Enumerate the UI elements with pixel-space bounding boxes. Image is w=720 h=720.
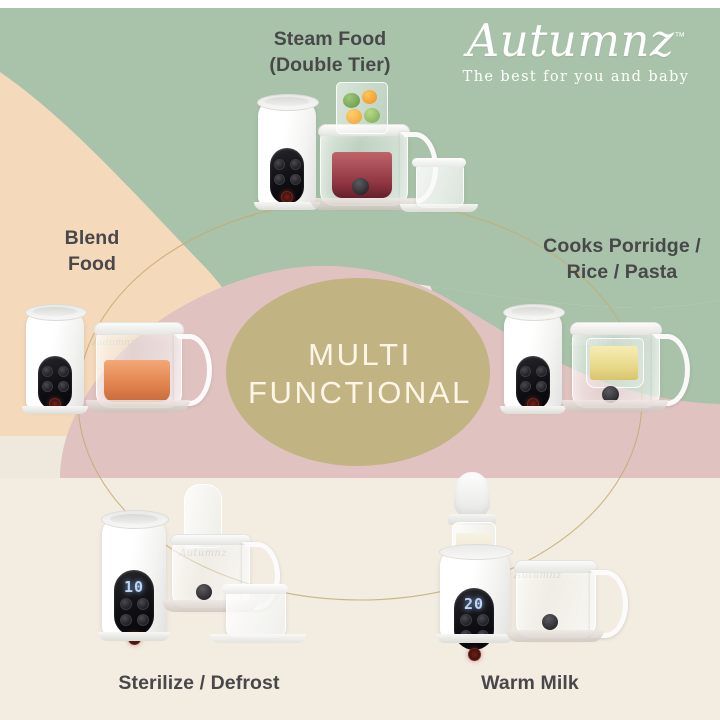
brand-tagline: The best for you and baby: [462, 69, 690, 85]
appliance-blend-food: Autumnz: [18, 288, 218, 418]
steam-button[interactable]: [273, 159, 285, 170]
warm-milk-display: 20: [463, 595, 485, 613]
steam-control-panel[interactable]: [270, 148, 304, 204]
vegetable-carrot: [362, 90, 377, 104]
warm-jug-lid: [514, 560, 598, 573]
porridge-jug-lid: [570, 322, 662, 335]
appliance-sterilize-defrost: Autumnz 10: [92, 484, 322, 650]
sterilize-storage-container-lid: [222, 584, 288, 594]
blend-jug-content: [104, 360, 170, 402]
brand-name: Autumnz™: [467, 18, 685, 63]
blend-button[interactable]: [535, 366, 547, 377]
caption-sterilize-defrost: Sterilize / Defrost: [118, 672, 280, 694]
brand-name-text: Autumnz: [466, 14, 675, 67]
trademark-symbol: ™: [674, 31, 686, 43]
porridge-jug-base-plate: [562, 400, 668, 412]
caption-warm-milk: Warm Milk: [481, 672, 579, 694]
bg-top-white-strip: [0, 0, 720, 8]
sterilize-jug-blade: [196, 584, 212, 600]
warm-button[interactable]: [273, 174, 285, 185]
power-button[interactable]: [467, 648, 481, 661]
blend-base-foot: [22, 406, 88, 414]
caption-cooks-porridge: Cooks Porridge / Rice / Pasta: [543, 235, 701, 283]
warm-jug-handle: [590, 570, 628, 638]
center-badge-text: MULTI FUNCTIONAL: [247, 337, 473, 410]
blend-button[interactable]: [136, 598, 149, 610]
caption-steam-food: Steam Food (Double Tier): [269, 28, 391, 76]
warm-button[interactable]: [519, 381, 531, 392]
bg-khaki-ellipse: [226, 278, 490, 466]
blend-button[interactable]: [476, 614, 489, 626]
blend-control-panel[interactable]: [38, 356, 72, 410]
sterilize-button[interactable]: [136, 614, 149, 626]
steam-body-top-inner: [265, 97, 309, 106]
warm-base-foot: [436, 634, 514, 643]
steam-jug-base-plate: [310, 198, 418, 210]
porridge-jug-handle: [652, 334, 690, 406]
steam-button[interactable]: [459, 614, 472, 626]
blend-jug-lid: [94, 322, 184, 335]
porridge-jug-content: [590, 346, 638, 380]
blend-body-top-inner: [33, 307, 77, 316]
steam-storage-cup: [416, 164, 464, 208]
steam-upper-tier: [336, 82, 388, 134]
steam-button-grid[interactable]: [270, 159, 304, 203]
blend-jug-base-plate: [86, 400, 190, 412]
warm-body-top: [439, 544, 513, 560]
blend-button[interactable]: [57, 366, 69, 377]
warm-button[interactable]: [119, 614, 132, 626]
warm-button[interactable]: [41, 381, 53, 392]
sterilize-storage-container: [226, 590, 286, 638]
porridge-jug-blade: [602, 386, 619, 403]
sterilize-button[interactable]: [57, 381, 69, 392]
appliance-cooks-porridge: Autumnz: [496, 288, 696, 418]
steam-jug-blade: [352, 178, 369, 195]
steam-base-foot: [254, 202, 320, 210]
steam-storage-cup-lid: [412, 158, 466, 167]
steam-button[interactable]: [119, 598, 132, 610]
steam-accessory-tray: [400, 204, 478, 212]
porridge-base-foot: [500, 406, 566, 414]
porridge-body-top-inner: [511, 307, 555, 316]
steam-button[interactable]: [519, 366, 531, 377]
vegetable-pumpkin: [346, 109, 362, 124]
bottle-teat-ring: [448, 514, 496, 525]
sterilize-display: 10: [123, 578, 145, 596]
steam-button[interactable]: [41, 366, 53, 377]
sterilize-button[interactable]: [535, 381, 547, 392]
blend-button[interactable]: [289, 159, 301, 170]
caption-blend-food: Blend Food: [64, 227, 120, 275]
blend-button-grid[interactable]: [38, 366, 72, 410]
vegetable-pea: [364, 108, 380, 123]
sterilize-button[interactable]: [289, 174, 301, 185]
appliance-steam-food: Autumnz: [248, 78, 478, 214]
appliance-warm-milk: Autumnz 20: [432, 472, 652, 661]
sterilize-accessory-tray: [210, 634, 306, 643]
sterilize-body-top-inner: [110, 514, 158, 524]
sterilize-base-foot: [98, 632, 170, 641]
bottle-teat: [454, 472, 490, 516]
porridge-button-grid[interactable]: [516, 366, 550, 410]
brand-logo: Autumnz™ The best for you and baby: [458, 18, 694, 85]
blend-jug-handle: [174, 334, 212, 406]
sterilize-jug-lid: [170, 534, 252, 545]
vegetable-broccoli: [343, 93, 360, 108]
sterilize-control-panel[interactable]: 10: [114, 570, 154, 645]
porridge-control-panel[interactable]: [516, 356, 550, 410]
warm-jug: [516, 568, 596, 638]
warm-jug-base-plate: [506, 630, 604, 642]
warm-jug-blade: [542, 614, 558, 630]
